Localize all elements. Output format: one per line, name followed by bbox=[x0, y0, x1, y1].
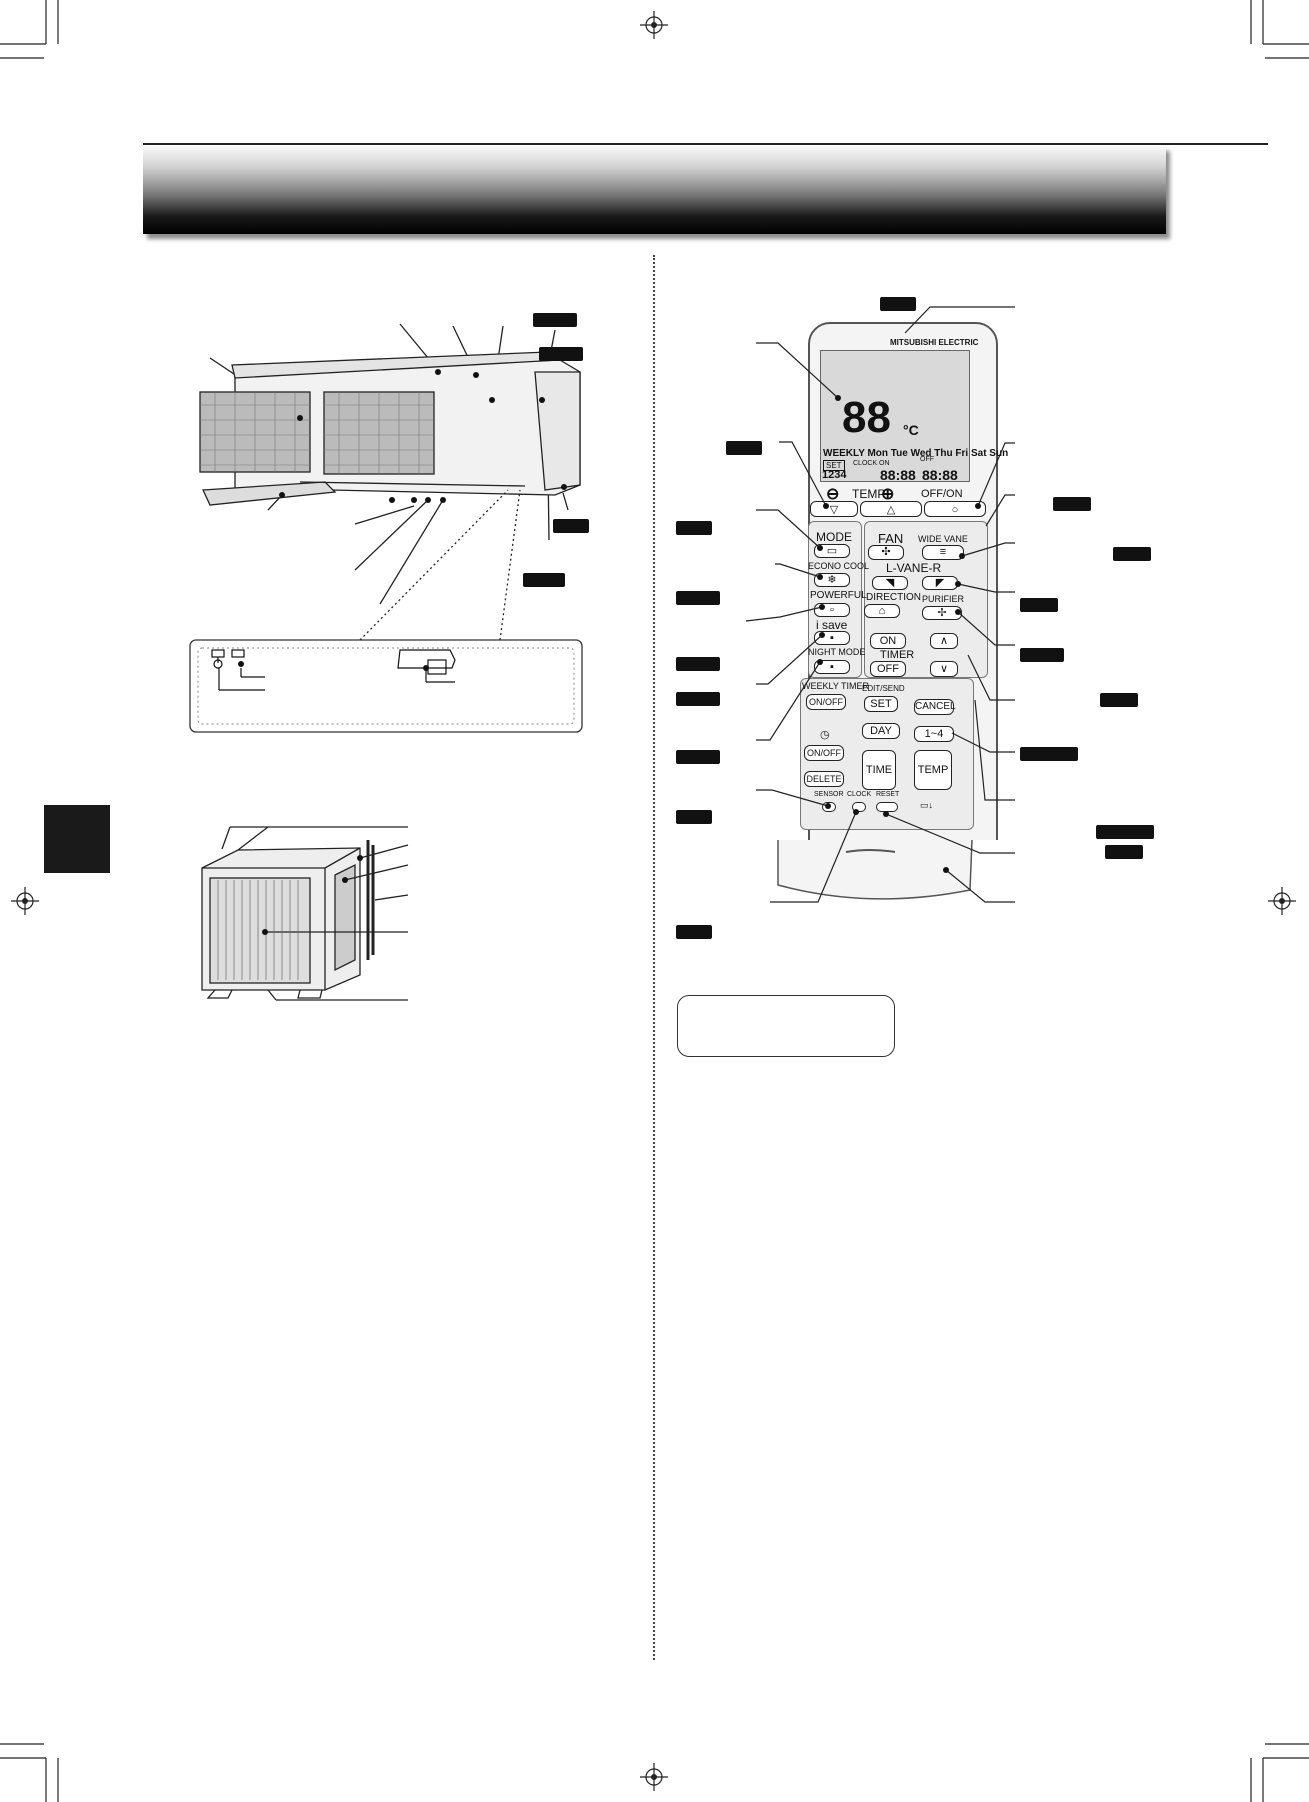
clock-button[interactable] bbox=[852, 802, 866, 812]
econo-cool-label: ECONO COOL bbox=[808, 561, 870, 571]
clock-icon: ◷ bbox=[820, 729, 830, 741]
model-tag bbox=[533, 313, 577, 327]
timer-label: TIMER bbox=[880, 649, 915, 661]
purifier-button[interactable]: ✢ bbox=[922, 606, 962, 620]
model-tag bbox=[676, 591, 720, 605]
direction-button[interactable]: ⌂ bbox=[864, 604, 900, 618]
lcd-clock: CLOCK ON bbox=[853, 460, 890, 467]
weekly-onoff-button[interactable]: ON/OFF bbox=[806, 694, 846, 710]
model-tag bbox=[676, 810, 712, 824]
temp-up-button[interactable]: △ bbox=[860, 501, 922, 517]
off-on-label: OFF/ON bbox=[921, 488, 963, 500]
note-box bbox=[677, 995, 895, 1057]
battery-icon: ▭↓ bbox=[920, 800, 934, 810]
model-tag bbox=[523, 573, 565, 587]
night-mode-button[interactable]: ▪ bbox=[814, 660, 850, 674]
wide-vane-label: WIDE VANE bbox=[918, 534, 968, 544]
time-button[interactable]: TIME bbox=[862, 750, 896, 790]
timer-off-label: OFF bbox=[877, 663, 899, 675]
lcd-unit: °C bbox=[903, 422, 919, 438]
column-divider bbox=[653, 255, 655, 1660]
lcd-temperature: 88 bbox=[842, 393, 891, 442]
delete-button[interactable]: DELETE bbox=[804, 771, 844, 787]
clock-label: CLOCK bbox=[847, 791, 872, 798]
model-tag bbox=[1020, 747, 1078, 761]
plus-icon: ⊕ bbox=[881, 486, 895, 503]
brand-logo-text: MITSUBISHI ELECTRIC bbox=[890, 338, 979, 347]
model-tag bbox=[1053, 497, 1091, 511]
wide-vane-button[interactable]: ≡ bbox=[922, 545, 964, 560]
temp-down-button[interactable]: ▽ bbox=[810, 501, 858, 517]
day-button[interactable]: DAY bbox=[862, 723, 900, 739]
model-tag bbox=[726, 441, 762, 455]
fan-label: FAN bbox=[878, 531, 904, 546]
model-tag bbox=[1113, 547, 1151, 561]
purifier-label: PURIFIER bbox=[922, 594, 965, 604]
sensor-label: SENSOR bbox=[814, 791, 844, 798]
lcd-off: OFF bbox=[920, 456, 934, 463]
lcd-weekdays: WEEKLY Mon Tue Wed Thu Fri Sat Sun bbox=[823, 448, 1009, 459]
timer-off-button[interactable]: OFF bbox=[870, 661, 906, 677]
model-tag bbox=[1020, 648, 1064, 662]
model-tag bbox=[1105, 845, 1143, 859]
model-tag bbox=[676, 657, 720, 671]
lcd-display bbox=[820, 350, 970, 482]
mode-label: MODE bbox=[816, 530, 852, 544]
header-rule bbox=[143, 143, 1268, 145]
model-tag bbox=[553, 519, 589, 533]
lcd-program-number: 1234 bbox=[822, 469, 847, 481]
section-header-band bbox=[143, 146, 1166, 234]
night-mode-label: NIGHT MODE bbox=[808, 647, 866, 657]
model-tag bbox=[1096, 825, 1154, 839]
range-button[interactable]: 1~4 bbox=[914, 726, 954, 742]
lcd-time-on: 88:88 bbox=[880, 467, 916, 483]
lvane-label: L-VANE-R bbox=[886, 561, 942, 575]
left-vane-button[interactable]: ◥ bbox=[872, 576, 908, 590]
model-tag bbox=[1100, 693, 1138, 707]
timer-on-button[interactable]: ON bbox=[870, 633, 906, 649]
minus-icon: ⊖ bbox=[826, 486, 840, 503]
timer-down-button[interactable]: ∨ bbox=[930, 661, 958, 677]
econo-cool-button[interactable]: ❄ bbox=[814, 573, 850, 587]
fan-button[interactable]: ✣ bbox=[868, 545, 904, 560]
weekly-timer-label: WEEKLY TIMER bbox=[802, 681, 870, 691]
powerful-label: POWERFUL bbox=[810, 590, 867, 601]
timer-on-label: ON bbox=[879, 635, 897, 647]
mode-button[interactable]: ▭ bbox=[814, 544, 850, 558]
model-tag bbox=[1020, 598, 1058, 612]
model-tag bbox=[676, 925, 712, 939]
model-tag bbox=[676, 692, 720, 706]
edit-send-label: EDIT/SEND bbox=[862, 684, 905, 693]
language-side-tab bbox=[44, 805, 110, 873]
onoff-button[interactable]: ON/OFF bbox=[804, 745, 844, 761]
direction-label: DIRECTION bbox=[866, 592, 921, 603]
off-on-button[interactable]: ○ bbox=[924, 501, 986, 517]
lcd-set: SET bbox=[823, 460, 845, 471]
model-tag bbox=[539, 347, 583, 361]
model-tag bbox=[880, 297, 916, 311]
isave-label: i save bbox=[816, 618, 848, 632]
model-tag bbox=[676, 750, 720, 764]
cancel-button[interactable]: CANCEL bbox=[914, 699, 956, 715]
reset-label: RESET bbox=[876, 791, 900, 798]
set-button[interactable]: SET bbox=[864, 696, 898, 712]
lcd-time-off: 88:88 bbox=[922, 467, 958, 483]
temp-set-button[interactable]: TEMP bbox=[914, 750, 952, 790]
timer-up-button[interactable]: ∧ bbox=[930, 633, 958, 649]
temp-label: TEMP bbox=[852, 487, 886, 501]
model-tag bbox=[676, 521, 712, 535]
